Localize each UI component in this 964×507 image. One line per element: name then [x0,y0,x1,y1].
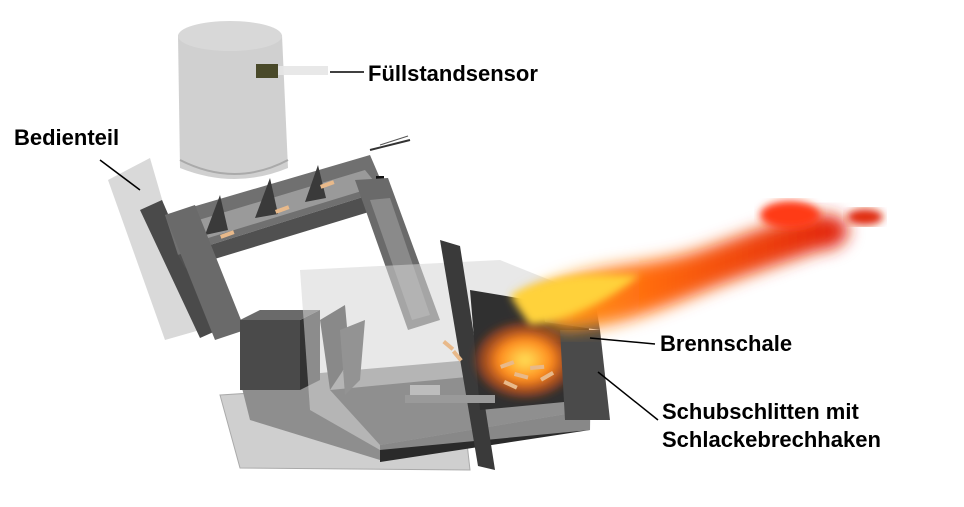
pellets [220,180,555,390]
control-panel [99,158,218,340]
pellet-hopper [178,21,289,179]
leader-lines [589,337,659,421]
grate-slide [405,385,495,403]
brennschale-label: Brennschale [660,331,793,356]
bedienteil-label: Bedienteil [14,125,120,150]
fuellstandsensor-label: Füllstandsensor [368,61,538,86]
flame [510,201,883,330]
schubschlitten-label: Schubschlitten mit Schlackebrechhaken [662,398,881,454]
level-sensor [256,64,364,78]
schubschlitten-label-line1: Schubschlitten mit [662,399,859,424]
burn-pot-glow [475,322,575,398]
feed-screw [165,135,411,340]
schubschlitten-label-line2: Schlackebrechhaken [662,427,881,452]
